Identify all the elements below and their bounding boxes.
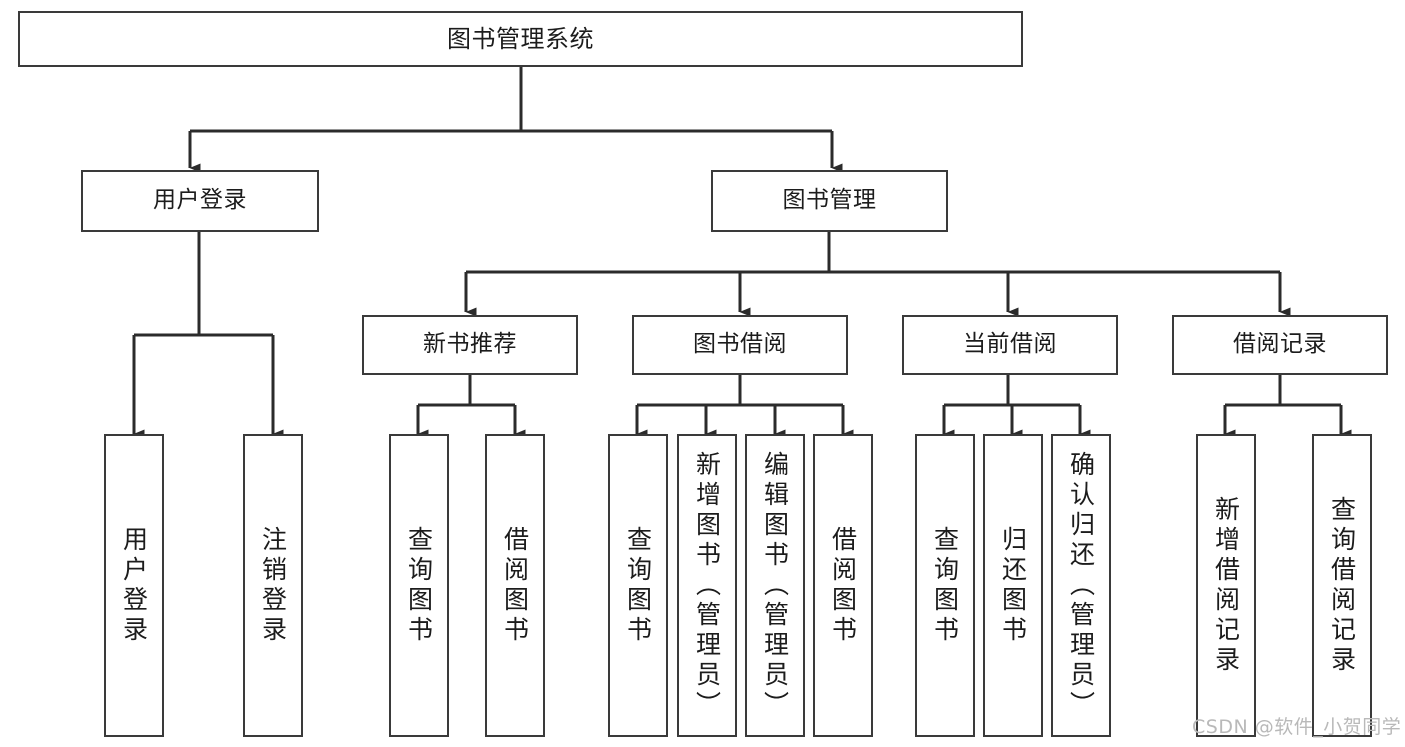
node-book-borrow[interactable]: 图书借阅 — [632, 315, 848, 375]
node-label: 图书管理 — [782, 187, 877, 214]
node-leaf-query-record[interactable]: 查询借阅记录 — [1312, 434, 1372, 737]
node-leaf-confirm-return[interactable]: 确认归还（管理员） — [1051, 434, 1111, 737]
node-label: 借阅图书 — [828, 525, 858, 646]
node-label: 查询图书 — [930, 525, 960, 646]
node-label: 用户登录 — [153, 187, 247, 214]
node-leaf-return-book[interactable]: 归还图书 — [983, 434, 1043, 737]
node-label: 借阅记录 — [1233, 331, 1327, 358]
node-label: 新增借阅记录 — [1211, 495, 1241, 676]
node-leaf-user-logout[interactable]: 注销登录 — [243, 434, 303, 737]
node-label: 借阅图书 — [500, 525, 530, 646]
node-label: 确认归还（管理员） — [1066, 450, 1096, 721]
node-root-system[interactable]: 图书管理系统 — [18, 11, 1023, 67]
node-label: 新增图书（管理员） — [692, 450, 722, 721]
node-book-manage[interactable]: 图书管理 — [711, 170, 948, 232]
node-label: 用户登录 — [119, 525, 149, 646]
watermark-text: CSDN @软件_小贺同学 — [1192, 716, 1402, 738]
node-label: 归还图书 — [998, 525, 1028, 646]
node-current-borrow[interactable]: 当前借阅 — [902, 315, 1118, 375]
node-user-login[interactable]: 用户登录 — [81, 170, 319, 232]
node-label: 编辑图书（管理员） — [760, 450, 790, 721]
node-leaf-borrow-book-1[interactable]: 借阅图书 — [485, 434, 545, 737]
node-leaf-query-book-1[interactable]: 查询图书 — [389, 434, 449, 737]
node-label: 查询图书 — [623, 525, 653, 646]
node-label: 新书推荐 — [423, 331, 517, 358]
node-label: 图书管理系统 — [447, 24, 594, 53]
node-label: 图书借阅 — [693, 331, 787, 358]
node-leaf-user-login[interactable]: 用户登录 — [104, 434, 164, 737]
node-leaf-query-book-3[interactable]: 查询图书 — [915, 434, 975, 737]
node-leaf-borrow-book-2[interactable]: 借阅图书 — [813, 434, 873, 737]
node-leaf-add-record[interactable]: 新增借阅记录 — [1196, 434, 1256, 737]
node-label: 查询图书 — [404, 525, 434, 646]
node-leaf-query-book-2[interactable]: 查询图书 — [608, 434, 668, 737]
node-label: 查询借阅记录 — [1327, 495, 1357, 676]
node-label: 当前借阅 — [963, 331, 1057, 358]
node-label: 注销登录 — [258, 525, 288, 646]
node-leaf-edit-book[interactable]: 编辑图书（管理员） — [745, 434, 805, 737]
node-new-book-recommend[interactable]: 新书推荐 — [362, 315, 578, 375]
node-leaf-add-book[interactable]: 新增图书（管理员） — [677, 434, 737, 737]
node-borrow-record[interactable]: 借阅记录 — [1172, 315, 1388, 375]
